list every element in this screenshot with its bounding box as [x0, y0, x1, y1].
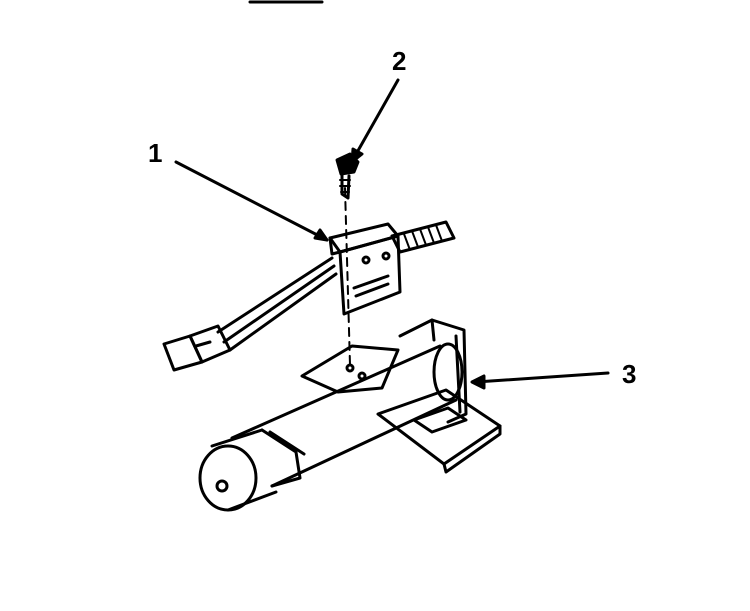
leader-line-3: [474, 371, 610, 384]
leader-arrow-3: [470, 374, 486, 390]
callout-label-2: 2: [392, 46, 407, 76]
igniter-assembly: [162, 220, 456, 372]
alignment-dashed-line: [344, 187, 351, 366]
burner-tube-assembly: [198, 318, 502, 512]
leader-line-2: [353, 78, 400, 158]
callout-label-1: 1: [148, 138, 163, 168]
leader-arrow-1: [313, 228, 329, 242]
callout-label-3: 3: [622, 359, 637, 389]
screw: [335, 152, 360, 200]
leader-line-1: [174, 160, 329, 242]
